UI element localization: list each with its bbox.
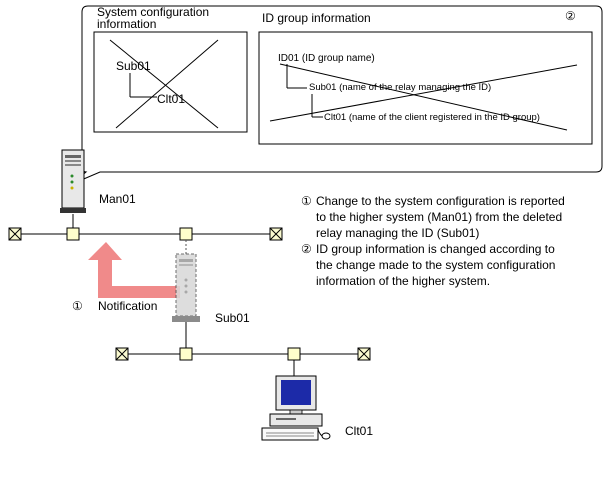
server-icon <box>60 149 86 213</box>
note-1-text-1: Change to the system configuration is re… <box>316 194 565 208</box>
note-2-text-3: information of the higher system. <box>316 274 491 288</box>
id-group-title: ID group information <box>262 11 371 25</box>
id-group-line1: ID01 (ID group name) <box>278 53 375 64</box>
id-group-cross-line-1 <box>279 63 568 131</box>
system-config-child: Clt01 <box>157 92 186 106</box>
system-config-box <box>93 31 248 133</box>
system-config-cross-line-1 <box>109 39 219 129</box>
note-1-marker: ① <box>301 194 312 208</box>
deleted-relay-server-icon <box>172 253 200 322</box>
notification-arrow <box>88 242 180 298</box>
system-config-title-line2: information <box>97 17 157 31</box>
id-group-box <box>258 31 593 145</box>
upper-network-end-left-x2 <box>8 227 22 241</box>
upper-network-end-right-x2 <box>269 227 283 241</box>
note-2-line-1: ② ID group information is changed accord… <box>301 241 565 257</box>
id-group-cross-line-2 <box>269 64 578 122</box>
relay-label: Sub01 <box>215 311 250 325</box>
lower-network-end-left-x2 <box>115 347 129 361</box>
client-label: Clt01 <box>345 424 374 438</box>
note-1-text-3: relay managing the ID (Sub01) <box>316 226 480 240</box>
system-config-cross-line-2 <box>115 39 219 129</box>
notification-label: Notification <box>98 299 158 313</box>
system-config-parent: Sub01 <box>116 59 151 73</box>
lower-network-end-right-x2 <box>357 347 371 361</box>
explanation-notes: ① Change to the system configuration is … <box>301 193 565 289</box>
note-1-line-1: ① Change to the system configuration is … <box>301 193 565 209</box>
id-group-marker: ② <box>565 9 576 23</box>
note-2-marker: ② <box>301 242 312 256</box>
upper-network-node-manager <box>66 227 80 241</box>
id-group-line2: Sub01 (name of the relay managing the ID… <box>309 82 492 93</box>
note-2-text-2: the change made to the system configurat… <box>316 258 556 272</box>
client-pc-icon <box>261 375 331 441</box>
notification-marker: ① <box>72 299 83 313</box>
manager-label: Man01 <box>99 192 136 206</box>
upper-network-node-relay <box>179 227 193 241</box>
system-config-title-line1: System configuration <box>97 5 210 19</box>
id-group-line3: Clt01 (name of the client registered in … <box>324 112 540 123</box>
lower-network-node-relay <box>179 347 193 361</box>
note-2-text-1: ID group information is changed accordin… <box>316 242 555 256</box>
note-1-text-2: to the higher system (Man01) from the de… <box>316 210 563 224</box>
lower-network-node-client <box>287 347 301 361</box>
